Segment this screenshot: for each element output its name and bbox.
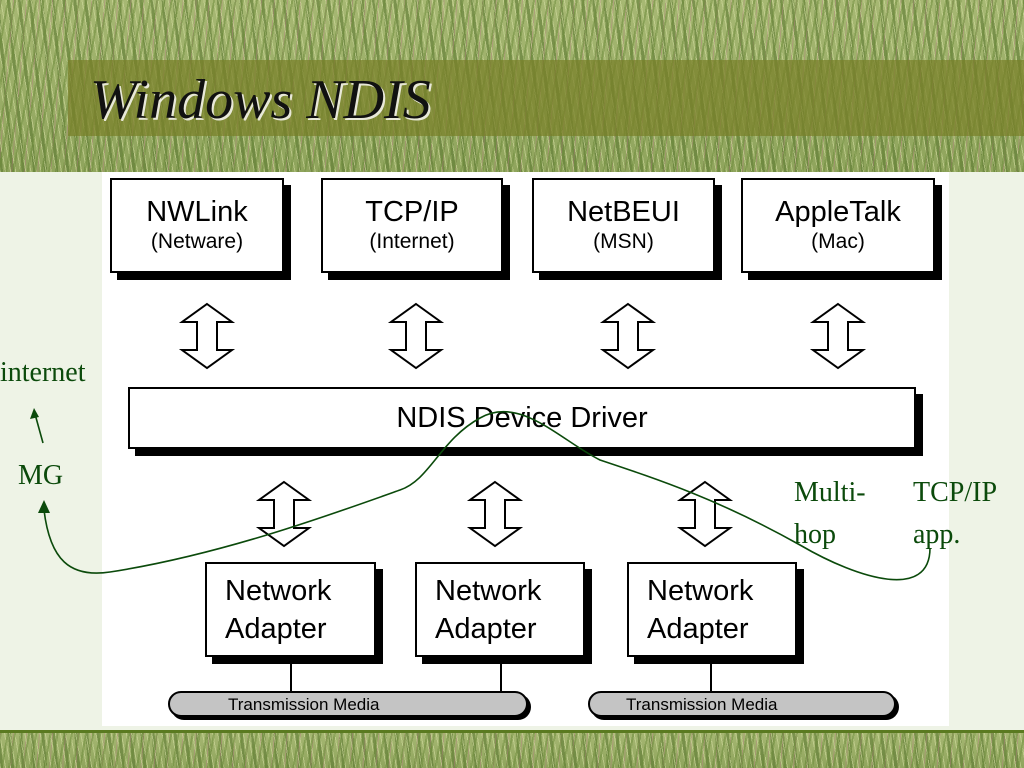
protocol-subtitle: (Mac) [811,229,865,253]
double-arrow-icon [178,302,236,370]
protocol-name: TCP/IP [365,195,459,228]
protocol-name: NetBEUI [567,195,680,228]
multihop-label-line2: hop [794,519,836,550]
adapter-label-line2: Adapter [225,612,327,645]
protocol-name: NWLink [146,195,248,228]
adapter-label-line1: Network [225,574,332,607]
network-adapter-box: Network Adapter [627,562,797,657]
multihop-label-line1: Multi- [794,477,866,508]
internet-label: internet [0,357,86,388]
arrow-to-internet [34,413,44,444]
tcpip-app-label-line1: TCP/IP [913,477,998,508]
footer-divider [0,730,1024,733]
adapter-label-line2: Adapter [647,612,749,645]
protocol-subtitle: (Internet) [369,229,455,253]
adapter-label-line1: Network [647,574,754,607]
double-arrow-icon [809,302,867,370]
transmission-media-label: Transmission Media [626,695,778,714]
transmission-media-cable: Transmission Media [168,691,528,717]
protocol-box-appletalk: AppleTalk (Mac) [741,178,935,273]
protocol-subtitle: (MSN) [593,229,654,253]
ndis-driver-label: NDIS Device Driver [396,401,648,434]
double-arrow-icon [466,480,524,548]
transmission-media-cable: Transmission Media [588,691,896,717]
ndis-diagram: NWLink (Netware) TCP/IP (Internet) NetBE… [102,172,949,726]
tcpip-app-label-line2: app. [913,519,961,550]
double-arrow-icon [599,302,657,370]
transmission-media-label: Transmission Media [228,695,380,714]
protocol-subtitle: (Netware) [150,229,244,253]
ndis-driver-box: NDIS Device Driver [128,387,916,449]
double-arrow-icon [387,302,445,370]
protocol-box-nwlink: NWLink (Netware) [110,178,284,273]
mg-label: MG [18,460,64,491]
adapter-label-line1: Network [435,574,542,607]
grass-footer-band [0,732,1024,768]
network-adapter-box: Network Adapter [205,562,376,657]
adapter-label-line2: Adapter [435,612,537,645]
protocol-box-tcpip: TCP/IP (Internet) [321,178,503,273]
double-arrow-icon [676,480,734,548]
slide-title: Windows NDIS [90,69,431,131]
protocol-box-netbeui: NetBEUI (MSN) [532,178,715,273]
arrowhead-icon [38,500,50,513]
arrowhead-icon [30,408,39,419]
title-strip [68,60,1024,136]
network-adapter-box: Network Adapter [415,562,585,657]
double-arrow-icon [255,480,313,548]
protocol-name: AppleTalk [775,195,901,228]
